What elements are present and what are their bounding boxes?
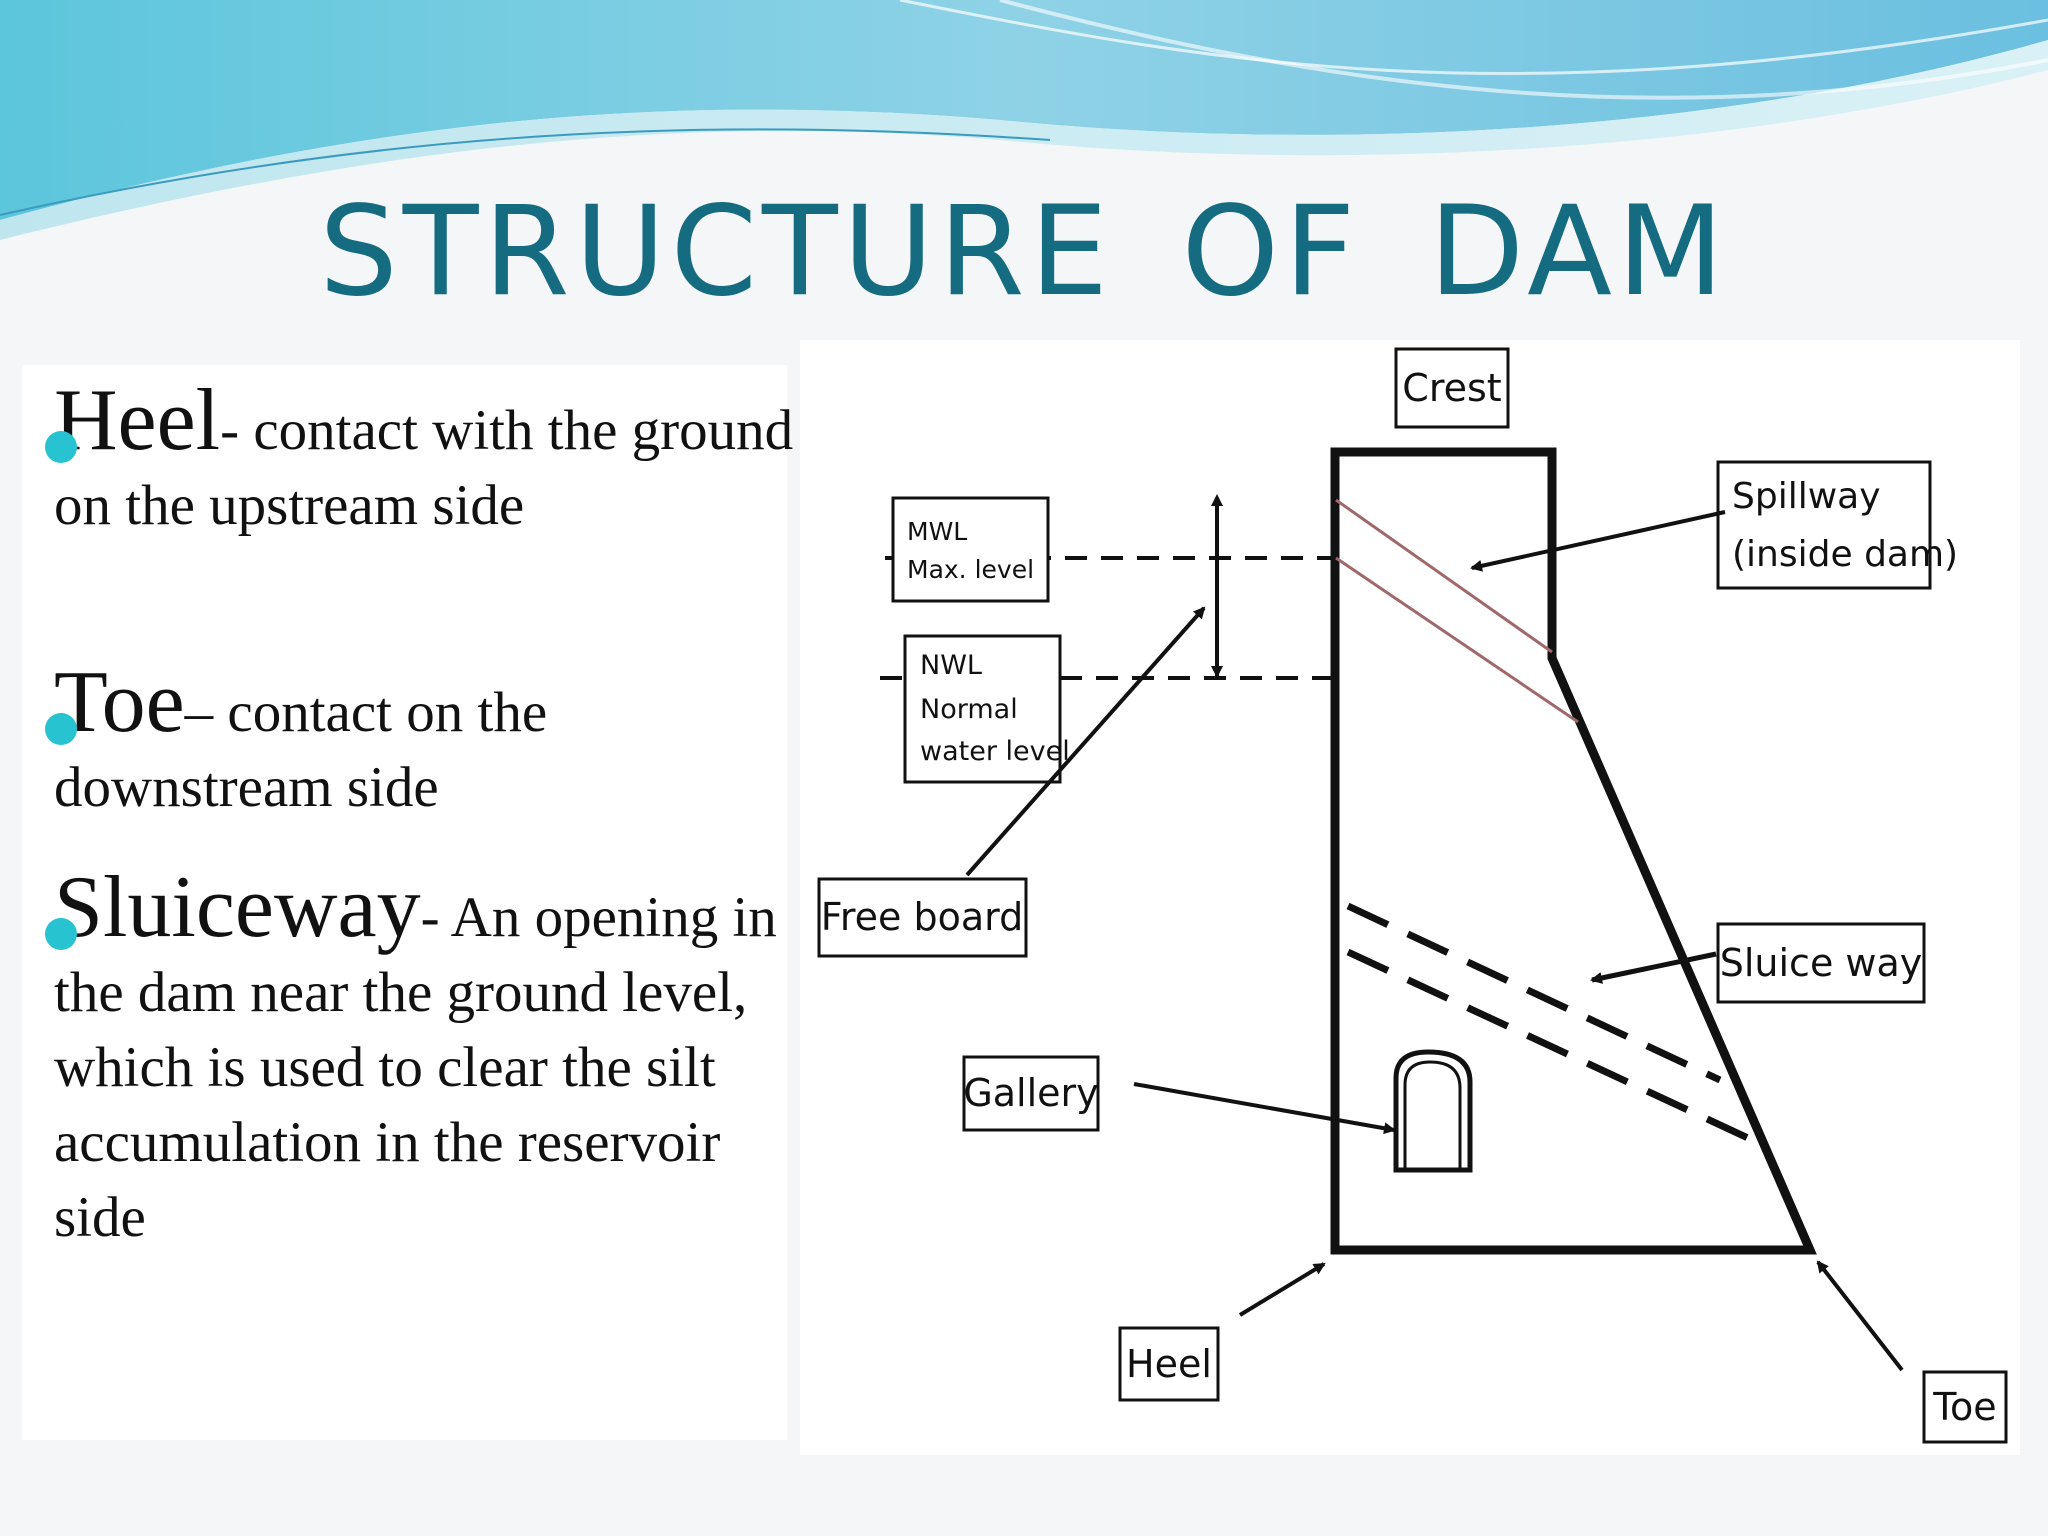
sluice-way-arrow	[1590, 951, 1717, 984]
heel-label: Heel	[1126, 1342, 1212, 1386]
term-heel: Heel	[54, 372, 221, 469]
free-board-label-box	[817, 877, 1028, 958]
desc-heel: contact with the ground on the upstream …	[54, 399, 794, 537]
bullet-dot	[45, 918, 77, 950]
crest-label: Crest	[1402, 366, 1501, 410]
bullet-toe: Toe– contact on the downstream side	[45, 659, 794, 825]
sluice-way-label-box	[1716, 922, 1926, 1004]
nwl-label-line3: water level	[920, 736, 1070, 767]
text-panel: Heel- contact with the ground on the ups…	[22, 365, 793, 1440]
separator: –	[184, 681, 228, 744]
gallery-label: Gallery	[963, 1071, 1098, 1115]
crest-label-box	[1394, 347, 1510, 429]
mwl-label-line2: Max. level	[907, 555, 1034, 584]
separator: -	[420, 886, 451, 949]
gallery-shape-outer	[1393, 1049, 1473, 1173]
desc-sluiceway: An opening in the dam near the ground le…	[54, 886, 777, 1249]
header-wave-decoration	[0, 0, 2048, 240]
term-sluiceway: Sluiceway	[54, 859, 421, 956]
slide-title: STRUCTURE OF DAM	[319, 180, 1729, 324]
heel-arrow	[1238, 1262, 1326, 1317]
spillway-label-box	[1716, 460, 1932, 590]
bullet-dot	[45, 713, 77, 745]
dam-diagram: Crest Spillway (inside dam) MWL Max. lev…	[817, 347, 2008, 1444]
mwl-label-line1: MWL	[907, 517, 967, 546]
gallery-label-box	[962, 1055, 1100, 1132]
toe-arrow	[1816, 1260, 1904, 1372]
desc-toe: contact on the downstream side	[54, 681, 548, 819]
sluice-way-label: Sluice way	[1720, 941, 1923, 985]
free-board-arrow	[965, 606, 1206, 877]
sluice-way-line-upper	[1346, 902, 1722, 1084]
bullet-heel: Heel- contact with the ground on the ups…	[45, 377, 794, 543]
sluice-way-line-lower	[1346, 948, 1750, 1142]
nwl-label-line2: Normal	[920, 694, 1018, 725]
heel-label-box	[1118, 1326, 1220, 1402]
nwl-label-box	[903, 634, 1062, 784]
spillway-label-line1: Spillway	[1732, 476, 1881, 517]
separator: -	[220, 399, 254, 462]
bullet-dot	[45, 431, 77, 463]
dam-body-outline	[1330, 447, 1817, 1255]
dam-diagram-panel: Crest Spillway (inside dam) MWL Max. lev…	[800, 340, 2020, 1455]
gallery-arrow	[1133, 1082, 1396, 1135]
bullet-sluiceway: Sluiceway- An opening in the dam near th…	[45, 864, 794, 1255]
spillway-label-line2: (inside dam)	[1732, 534, 1958, 575]
mwl-label-box	[891, 496, 1050, 603]
gallery-shape-inner	[1403, 1060, 1462, 1170]
spillway-line-lower	[1335, 556, 1579, 724]
toe-label: Toe	[1932, 1385, 1996, 1429]
nwl-label-line1: NWL	[920, 650, 982, 681]
spillway-arrow	[1470, 510, 1726, 572]
spillway-line-upper	[1335, 498, 1553, 654]
toe-label-box	[1922, 1370, 2008, 1444]
free-board-label: Free board	[821, 895, 1023, 939]
